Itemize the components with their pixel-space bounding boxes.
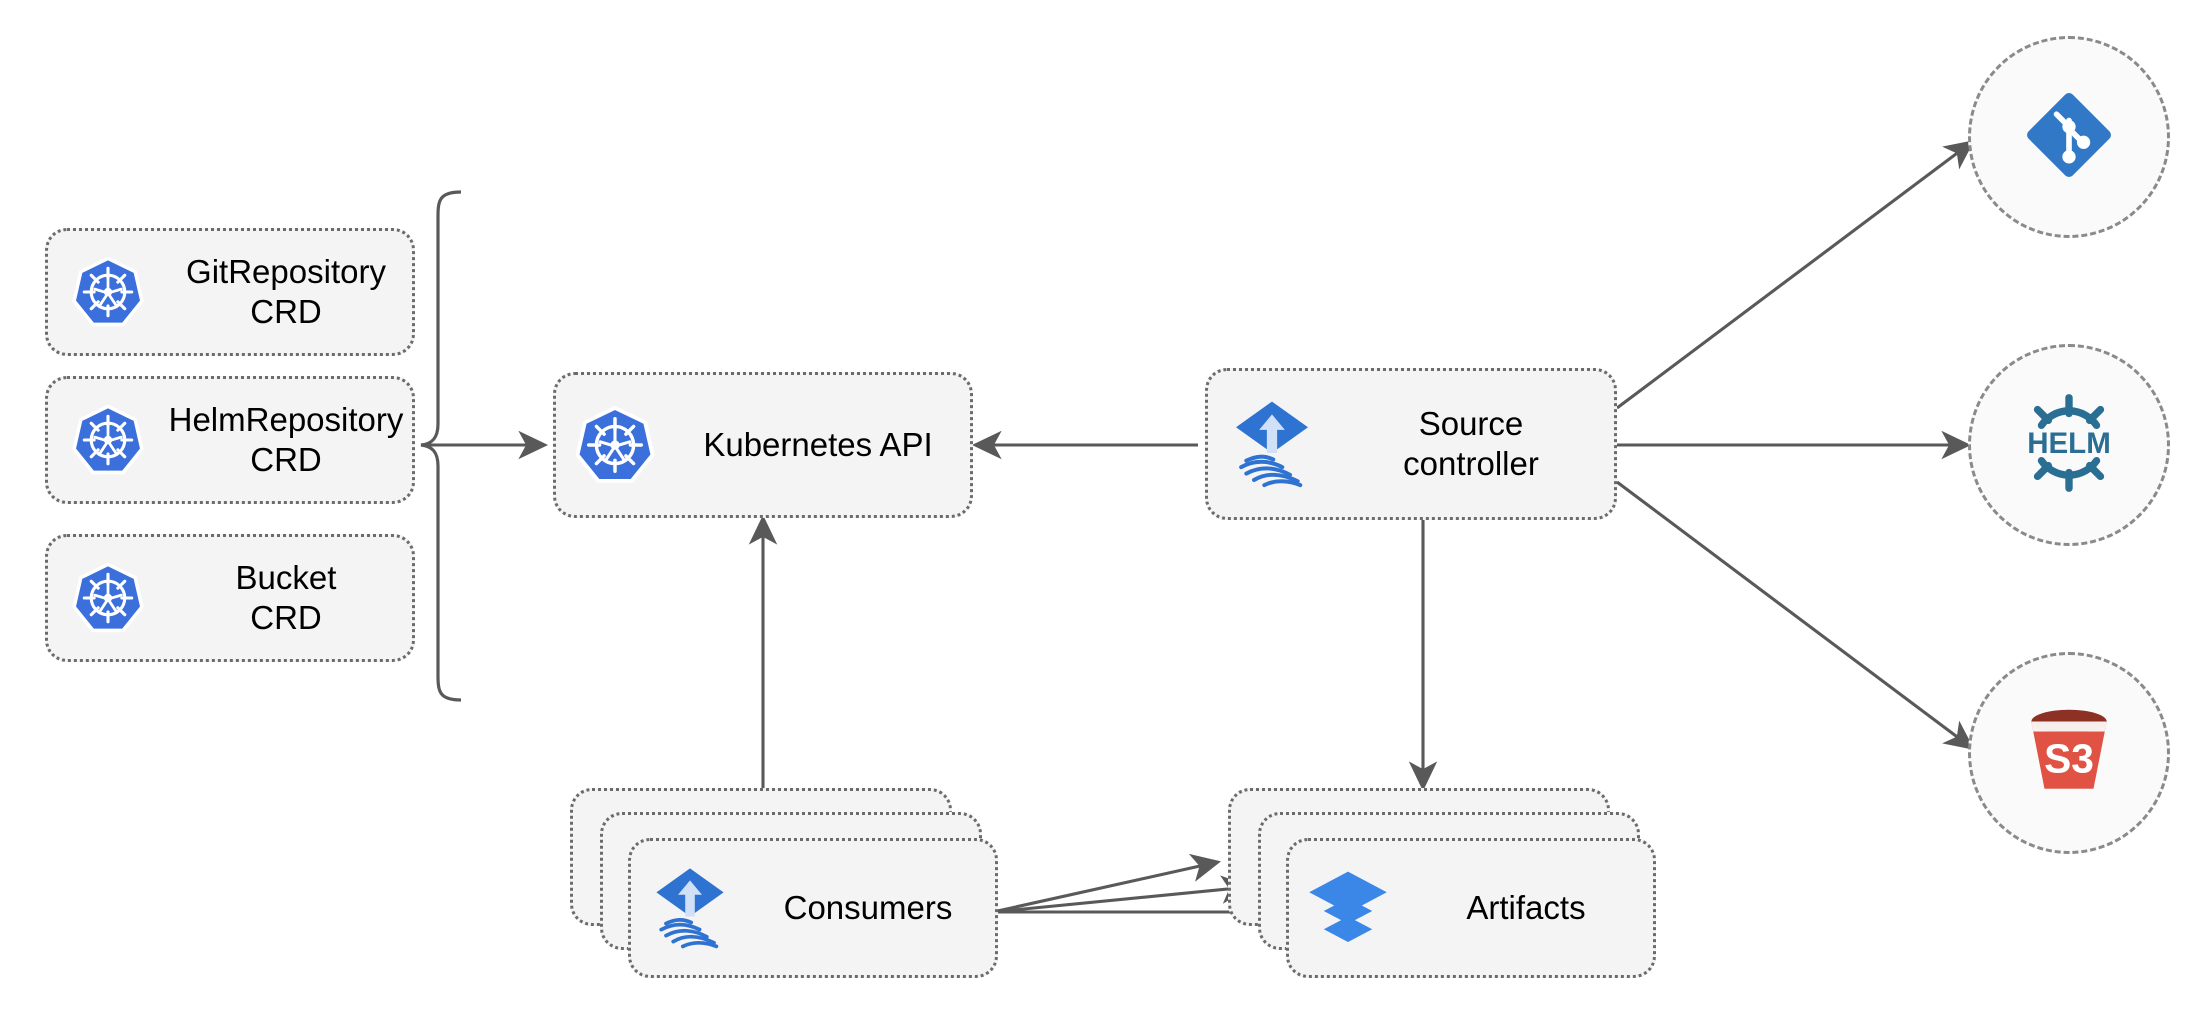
node-label: Kubernetes API	[703, 425, 933, 463]
external-helm[interactable]: HELM	[1968, 344, 2170, 546]
edge-consumers-to-artifacts-1	[992, 853, 1222, 914]
flux-icon	[631, 866, 749, 950]
node-artifacts[interactable]: Artifacts	[1286, 838, 1656, 978]
helm-wordmark: HELM	[2027, 426, 2111, 459]
flux-icon	[1208, 399, 1336, 489]
node-helmrepository-crd[interactable]: HelmRepository CRD	[45, 376, 415, 504]
layers-icon	[1289, 868, 1407, 948]
node-label: Bucket CRD	[235, 558, 337, 636]
external-s3[interactable]: S3	[1968, 652, 2170, 854]
helm-icon: HELM	[2010, 384, 2128, 507]
node-consumers[interactable]: Consumers	[628, 838, 998, 978]
kubernetes-icon	[48, 403, 168, 477]
edge-source-to-s3	[1616, 480, 1975, 750]
edge-consumers-to-artifacts-2	[992, 875, 1252, 914]
node-label: GitRepository CRD	[186, 252, 386, 330]
node-source-controller[interactable]: Source controller	[1205, 368, 1617, 520]
external-git[interactable]	[1968, 36, 2170, 238]
s3-wordmark: S3	[2044, 735, 2094, 781]
kubernetes-icon	[48, 561, 168, 635]
node-gitrepository-crd[interactable]: GitRepository CRD	[45, 228, 415, 356]
git-icon	[2017, 83, 2121, 192]
kubernetes-icon	[556, 404, 674, 486]
node-bucket-crd[interactable]: Bucket CRD	[45, 534, 415, 662]
kubernetes-icon	[48, 255, 168, 329]
s3-icon: S3	[2013, 695, 2125, 812]
node-kubernetes-api[interactable]: Kubernetes API	[553, 372, 973, 518]
node-label: Consumers	[783, 888, 953, 926]
node-label: Source controller	[1403, 404, 1539, 482]
node-label: Artifacts	[1466, 888, 1586, 926]
node-label: HelmRepository CRD	[168, 400, 404, 478]
edge-source-to-git	[1616, 140, 1975, 410]
crd-group-brace	[420, 190, 462, 702]
